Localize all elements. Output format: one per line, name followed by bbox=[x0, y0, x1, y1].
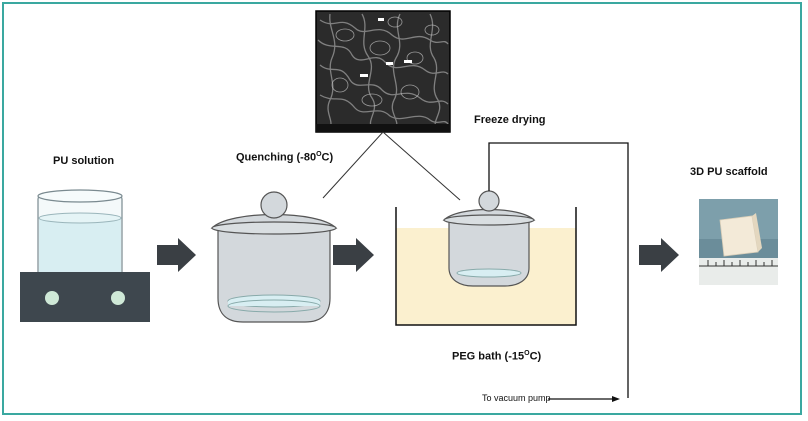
sem-micrograph-image bbox=[315, 10, 451, 133]
degree-symbol: O bbox=[316, 151, 322, 158]
beaker-on-hotplate bbox=[20, 189, 150, 322]
label-vacuum-pump: To vacuum pump bbox=[482, 393, 551, 403]
label-freeze-drying: Freeze drying bbox=[474, 114, 546, 126]
flow-arrow-2 bbox=[333, 238, 374, 272]
scaffold-photo bbox=[699, 199, 778, 285]
vacuum-line bbox=[488, 142, 629, 398]
peg-bath bbox=[395, 190, 577, 326]
degree-symbol: O bbox=[524, 350, 530, 357]
flow-arrow-3 bbox=[639, 238, 679, 272]
label-peg-bath-text: PEG bath (-15 bbox=[452, 350, 525, 363]
label-peg-bath: PEG bath (-15OC) bbox=[452, 350, 541, 363]
flow-arrow-1 bbox=[157, 238, 196, 272]
label-quenching-unit: C) bbox=[321, 151, 334, 164]
label-peg-bath-unit: C) bbox=[529, 350, 542, 363]
quenching-jar bbox=[210, 191, 338, 323]
connector-line-right bbox=[382, 131, 461, 201]
label-quenching-text: Quenching (-80 bbox=[236, 151, 317, 164]
vacuum-arrow-head bbox=[612, 396, 620, 402]
label-3d-pu-scaffold: 3D PU scaffold bbox=[690, 166, 768, 178]
label-quenching: Quenching (-80OC) bbox=[236, 151, 333, 164]
connector-line-left bbox=[322, 131, 384, 199]
label-pu-solution: PU solution bbox=[53, 155, 115, 167]
